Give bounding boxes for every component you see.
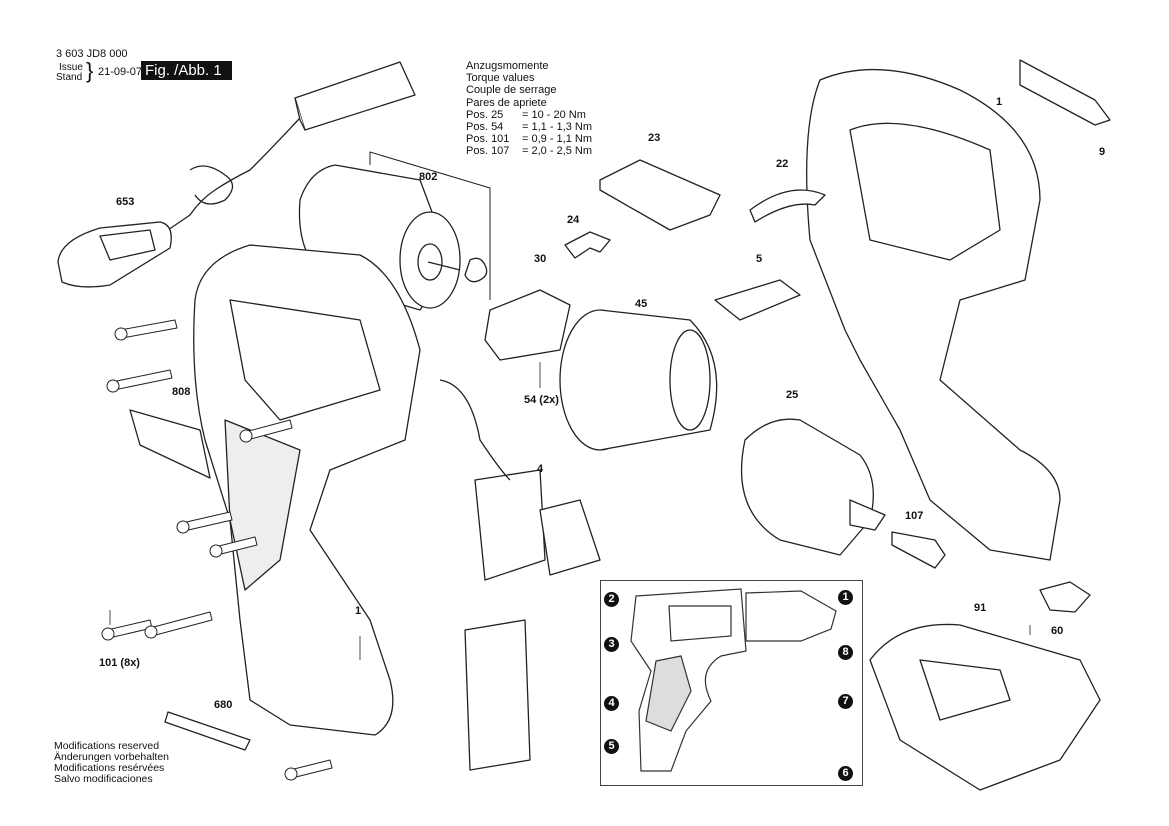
torque-value: = 1,1 - 1,3 Nm [522, 121, 593, 134]
flange-part [484, 289, 571, 361]
callout-1: 1 [838, 590, 853, 605]
torque-row: Pos. 107 = 2,0 - 2,5 Nm [466, 145, 592, 157]
part-label-1-right: 1 [996, 96, 1003, 108]
callout-7: 7 [838, 694, 853, 709]
torque-value: = 0,9 - 1,1 Nm [522, 133, 593, 146]
chuck-part [740, 418, 886, 556]
issue-stand-label: Issue Stand [56, 63, 83, 83]
note-line: Änderungen vorbehalten [54, 751, 170, 763]
part-number: 3 603 JD8 000 [56, 48, 128, 60]
cover-part [599, 159, 721, 231]
part-label-24: 24 [567, 214, 580, 226]
label-sticker-part [1019, 59, 1111, 126]
part-label-25: 25 [786, 389, 799, 401]
part-label-1-left: 1 [355, 605, 362, 617]
figure-label: Fig. /Abb. 1 [141, 61, 232, 80]
screw-set [101, 319, 333, 781]
part-label-23: 23 [648, 132, 661, 144]
issue-date: 21-09-07 [98, 66, 143, 78]
bit-part [164, 711, 251, 751]
part-label-802: 802 [419, 171, 438, 183]
torque-value: = 2,0 - 2,5 Nm [522, 145, 593, 158]
torque-heading: Couple de serrage [466, 84, 557, 97]
housing-left-part [193, 244, 421, 736]
stand-label: Stand [56, 72, 83, 83]
cap-part [749, 189, 826, 223]
part-label-101: 101 (8x) [99, 657, 140, 669]
battery-part [869, 623, 1101, 791]
part-label-4: 4 [537, 463, 544, 475]
label-808-part [129, 409, 211, 479]
screw-part [891, 531, 946, 569]
torque-heading: Anzugsmomente [466, 60, 549, 72]
torque-table: Anzugsmomente Torque values Couple de se… [466, 60, 592, 158]
modifications-notice: Modifications reserved Änderungen vorbeh… [54, 741, 169, 785]
callout-3: 3 [604, 637, 619, 652]
callout-5: 5 [604, 739, 619, 754]
part-label-30: 30 [534, 253, 547, 265]
torque-row: Pos. 101 = 0,9 - 1,1 Nm [466, 133, 592, 145]
leader-lines [109, 362, 1031, 660]
torque-row: Pos. 25 = 10 - 20 Nm [466, 109, 592, 121]
torque-heading: Pares de apriete [466, 96, 547, 109]
part-label-107: 107 [905, 510, 924, 522]
charger-part [57, 61, 416, 288]
part-label-5: 5 [756, 253, 763, 265]
torque-pos: Pos. 101 [466, 133, 510, 146]
callout-4: 4 [604, 696, 619, 711]
callout-6: 6 [838, 766, 853, 781]
part-label-653: 653 [116, 196, 135, 208]
clip-part [564, 231, 611, 259]
part-label-680: 680 [214, 699, 233, 711]
part-label-9: 9 [1099, 146, 1106, 158]
torque-value: = 10 - 20 Nm [522, 108, 586, 121]
assembled-drill-drawing [630, 588, 837, 772]
plate-part [714, 279, 801, 321]
part-label-60: 60 [1051, 625, 1064, 637]
part-label-22: 22 [776, 158, 789, 170]
part-label-45: 45 [635, 298, 648, 310]
gearbox-part [559, 309, 718, 451]
note-line: Salvo modificaciones [54, 773, 153, 785]
torque-pos: Pos. 54 [466, 121, 504, 134]
part-label-91: 91 [974, 602, 987, 614]
torque-row: Pos. 54 = 1,1 - 1,3 Nm [466, 121, 592, 133]
torque-heading: Torque values [466, 72, 535, 85]
part-label-54: 54 (2x) [524, 394, 559, 406]
torque-pos: Pos. 25 [466, 108, 504, 121]
assembly-inset: 1 2 3 4 5 6 7 8 [600, 580, 863, 786]
part-label-808: 808 [172, 386, 191, 398]
switch-part [439, 379, 601, 771]
note-line: Modifications reserved [54, 740, 160, 752]
callout-2: 2 [604, 592, 619, 607]
issue-label: Issue [59, 62, 83, 73]
callout-8: 8 [838, 645, 853, 660]
note-line: Modifications resérvées [54, 762, 165, 774]
spring-part [1039, 581, 1091, 613]
brace: } [86, 58, 94, 83]
torque-pos: Pos. 107 [466, 145, 510, 158]
